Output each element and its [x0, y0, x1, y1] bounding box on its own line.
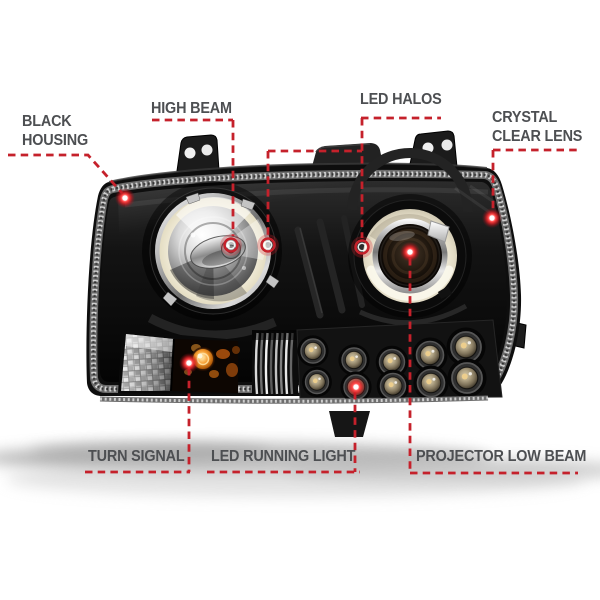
turn-signal-lamp: [118, 330, 240, 394]
callout-line-high-beam: [152, 118, 235, 236]
chrome-vent: [252, 330, 298, 396]
callout-line-turn-signal: [85, 368, 191, 474]
bottom-bead-lip: [99, 395, 489, 404]
callout-line-crystal-clear-lens: [491, 148, 578, 210]
callout-lines: [8, 116, 578, 475]
marker-turn-signal: [179, 353, 199, 373]
callout-label-black-housing: BLACK HOUSING: [22, 113, 88, 149]
callout-label-projector-low-beam: PROJECTOR LOW BEAM: [416, 448, 587, 465]
marker-black-housing: [115, 188, 135, 208]
callout-label-led-running-light: LED RUNNING LIGHT: [211, 448, 356, 465]
bottom-tab: [329, 411, 370, 437]
marker-crystal-clear-lens: [482, 208, 502, 228]
lens-sheen: [118, 180, 492, 260]
mounting-bracket-left: [176, 134, 220, 172]
marker-led-running-light: [346, 377, 366, 397]
callout-label-high-beam: HIGH BEAM: [151, 100, 232, 117]
callout-line-black-housing: [8, 153, 124, 194]
callout-line-led-running-light: [207, 392, 360, 474]
marker-led-halo-left: [257, 234, 279, 256]
callout-label-turn-signal: TURN SIGNAL: [88, 448, 185, 465]
callout-markers: [115, 188, 502, 397]
bracket-hole: [184, 147, 196, 159]
led-running-lights: [296, 319, 503, 404]
bracket-hole: [201, 144, 213, 156]
projector-bracket: [427, 220, 450, 243]
drop-shadow: [0, 442, 600, 497]
bracket-hole: [441, 139, 453, 151]
marker-high-beam: [220, 234, 242, 256]
callout-line-projector-low-beam: [408, 258, 578, 475]
marker-projector-low-beam: [400, 242, 420, 262]
callout-label-led-halos: LED HALOS: [360, 91, 442, 108]
callout-line-led-halos: [266, 116, 441, 238]
marker-led-halo-right: [351, 236, 373, 258]
callout-label-crystal-clear-lens: CRYSTAL CLEAR LENS: [492, 109, 583, 145]
